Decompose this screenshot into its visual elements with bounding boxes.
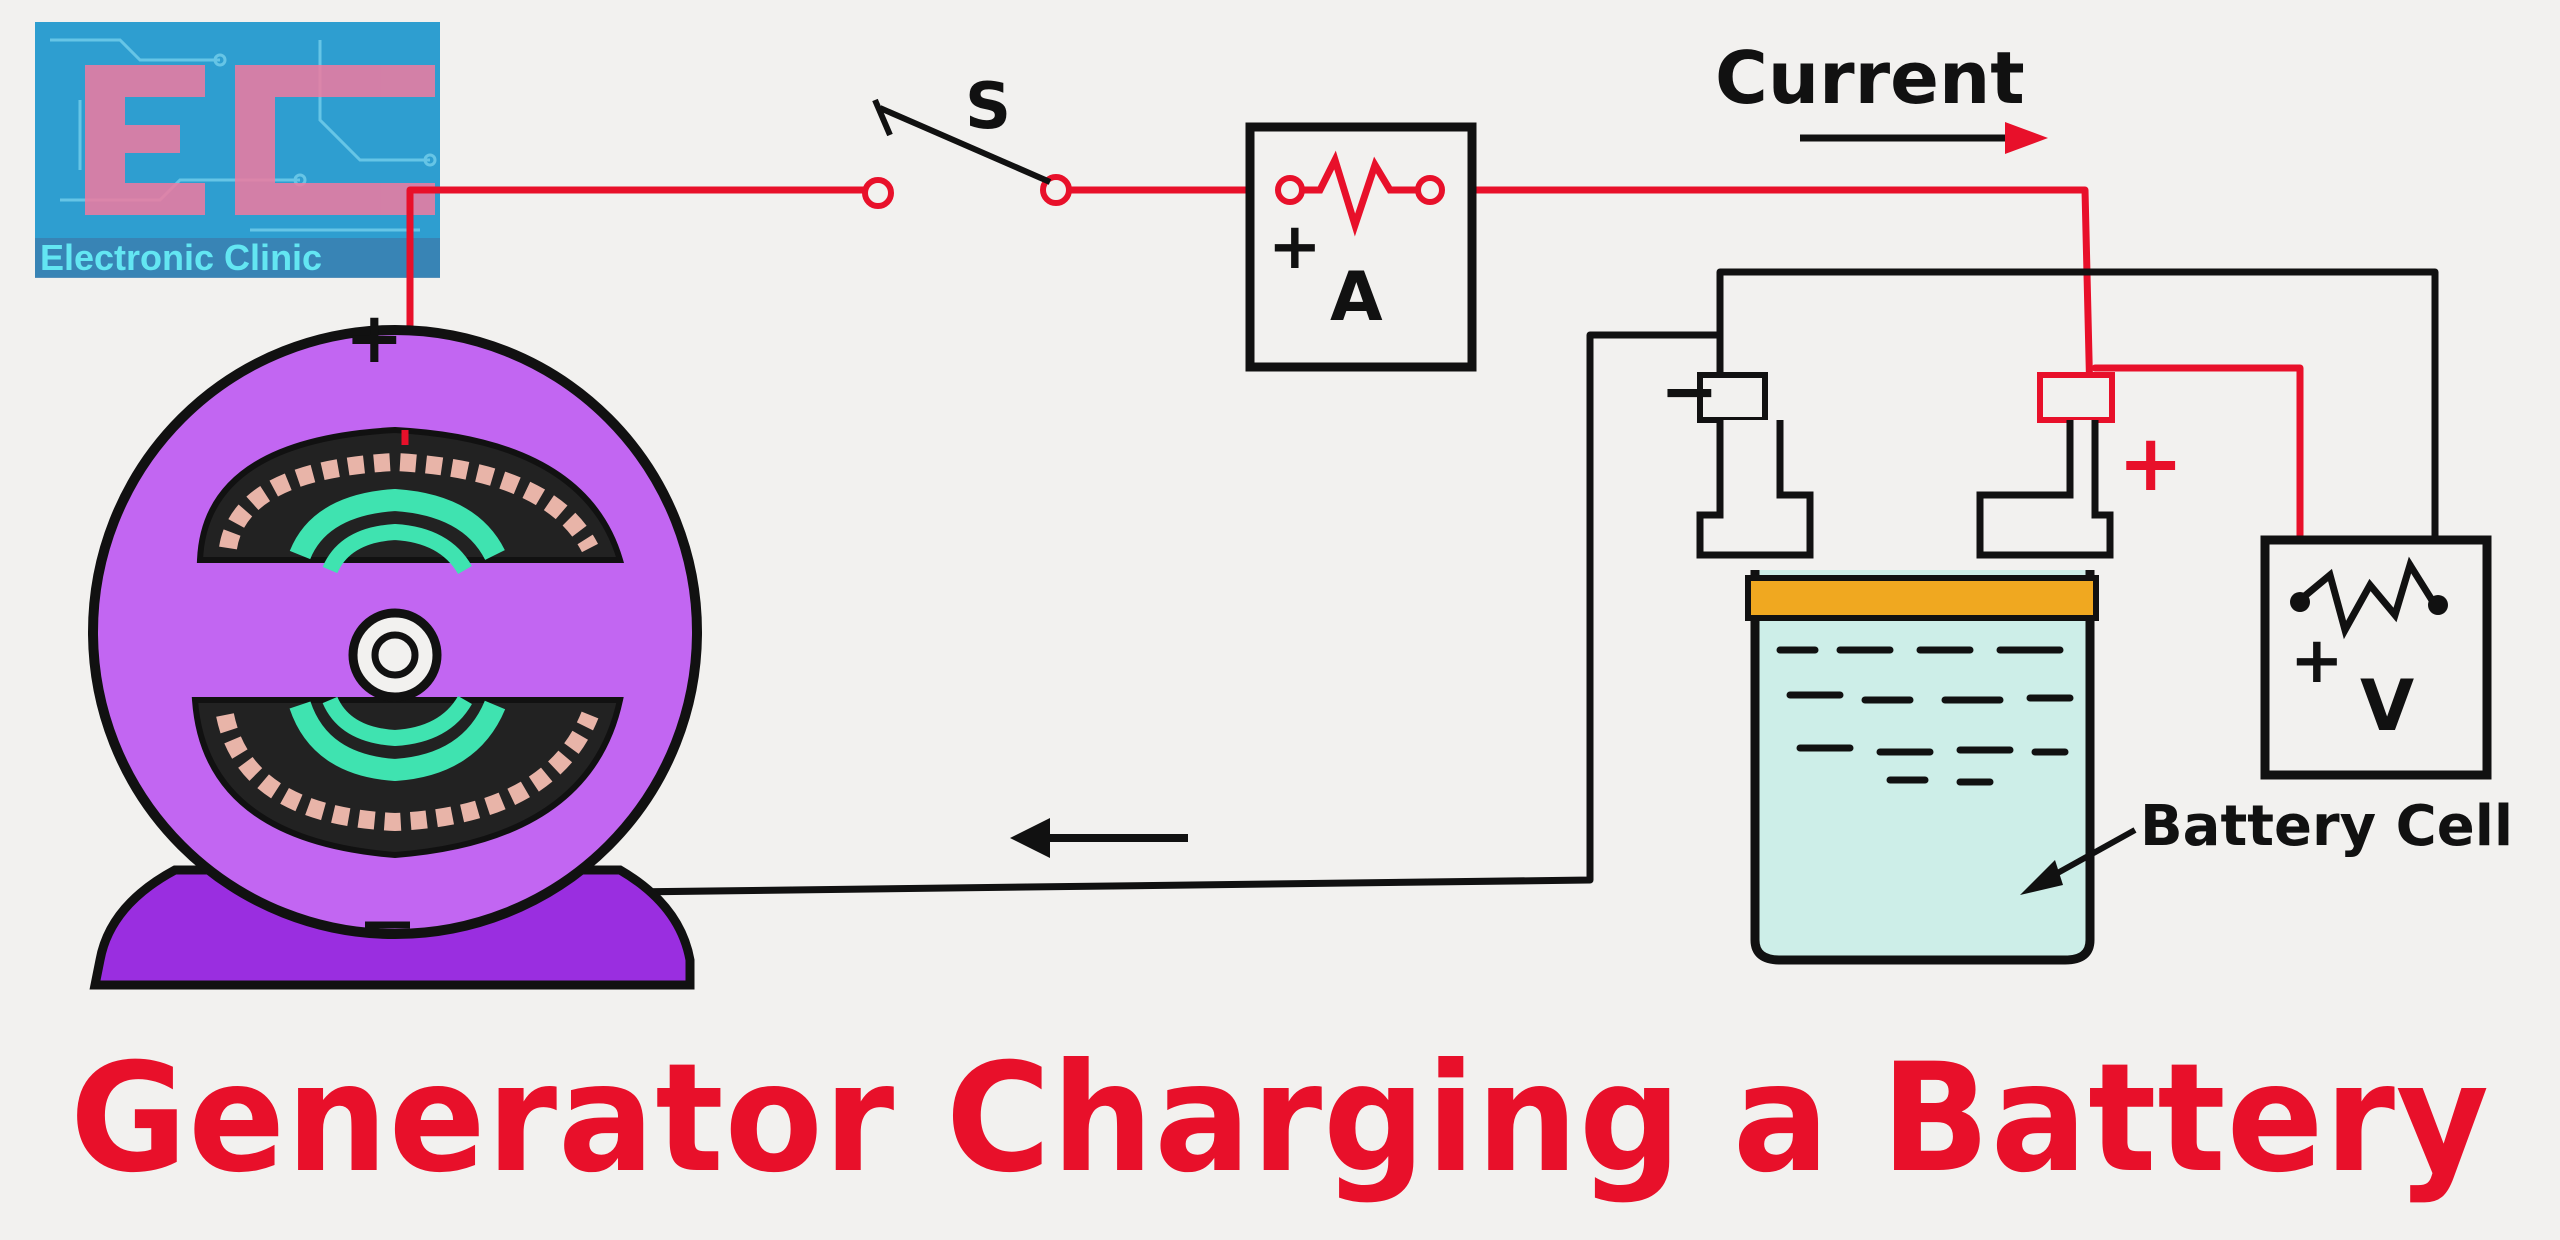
switch-hinge bbox=[872, 98, 893, 137]
current-arrow-head bbox=[2005, 122, 2048, 154]
return-current-arrow bbox=[1010, 818, 1188, 858]
voltmeter-coil bbox=[2297, 556, 2438, 640]
generator-shaft-inner bbox=[371, 631, 419, 679]
ammeter-terminal-left bbox=[1275, 175, 1305, 205]
generator-bottom-pole bbox=[191, 695, 624, 859]
logo-text: Electronic Clinic bbox=[40, 237, 322, 278]
current-label: Current bbox=[1715, 36, 2025, 120]
voltmeter: + V bbox=[2260, 535, 2492, 780]
ammeter-box bbox=[1245, 122, 1477, 372]
ammeter-label: A bbox=[1330, 258, 1383, 337]
wire-battery-neg-to-voltmeter bbox=[1716, 268, 2439, 540]
voltmeter-box bbox=[2260, 535, 2492, 780]
ammeter: + A bbox=[1245, 122, 1477, 372]
battery-plus-label: + bbox=[2118, 419, 2183, 509]
ammeter-plus: + bbox=[1268, 210, 1322, 284]
battery-cell-label: Battery Cell bbox=[2140, 794, 2513, 859]
ammeter-terminal-right bbox=[1415, 175, 1445, 205]
generator-top-pole bbox=[196, 426, 625, 575]
switch-terminal-right bbox=[1040, 174, 1072, 206]
voltmeter-terminal-left bbox=[2290, 592, 2310, 612]
battery-minus-label: − bbox=[1660, 350, 1719, 432]
voltmeter-label: V bbox=[2360, 665, 2414, 747]
ammeter-coil bbox=[1290, 150, 1430, 237]
generator: + bbox=[88, 297, 702, 990]
generator-plus-label: + bbox=[345, 297, 404, 379]
logo-text-band bbox=[35, 238, 440, 278]
battery-positive-terminal: + bbox=[1976, 372, 2183, 559]
switch-blade bbox=[878, 105, 1052, 185]
negative-wires bbox=[389, 268, 2439, 899]
battery-cell-pointer-head bbox=[2020, 860, 2063, 895]
battery-cell: − + Battery Cell bbox=[1660, 350, 2513, 965]
voltmeter-terminal-right bbox=[2428, 595, 2448, 615]
wire-battery-to-voltmeter bbox=[2091, 364, 2304, 544]
battery-container bbox=[1750, 570, 2095, 965]
battery-cell-pointer bbox=[2043, 827, 2137, 883]
logo-ec-mark bbox=[85, 65, 435, 215]
switch-terminal-left bbox=[862, 177, 894, 209]
logo: Electronic Clinic bbox=[35, 22, 440, 278]
current-indicator: Current bbox=[1715, 36, 2048, 154]
diagram-title: Generator Charging a Battery bbox=[70, 1032, 2490, 1206]
wire-ammeter-to-battery bbox=[1426, 186, 2094, 404]
battery-negative-terminal: − bbox=[1660, 350, 1814, 559]
electrolyte-dashes bbox=[1776, 646, 2074, 786]
switch-label: S bbox=[965, 70, 1011, 144]
switch: S bbox=[862, 70, 1072, 209]
wire-battery-neg-to-generator bbox=[389, 331, 1724, 899]
voltmeter-plus: + bbox=[2290, 624, 2344, 698]
battery-lid bbox=[1745, 575, 2099, 621]
